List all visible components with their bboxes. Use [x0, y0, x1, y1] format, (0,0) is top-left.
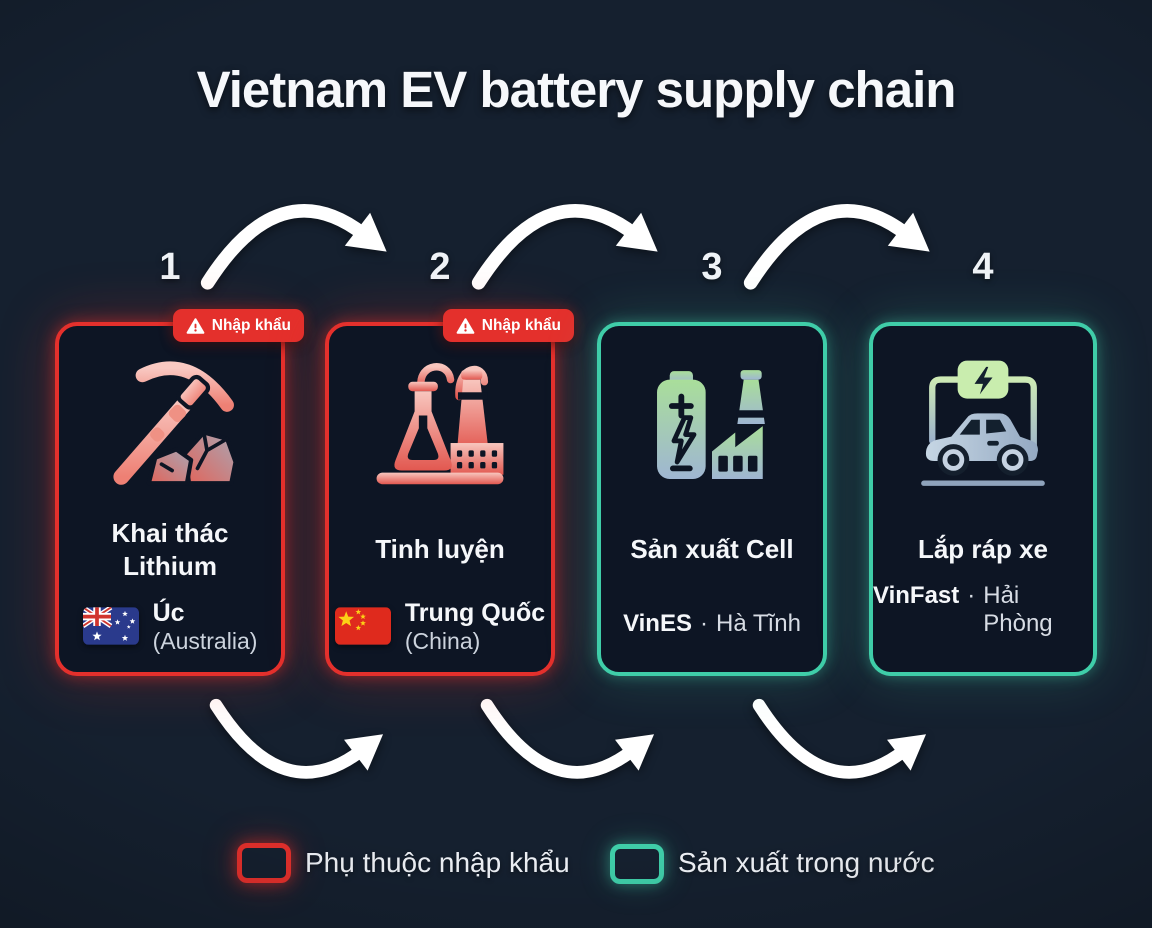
stage-title: Lắp ráp xe	[917, 534, 1049, 565]
legend-domestic-label: Sản xuất trong nước	[678, 847, 935, 878]
page-title: Vietnam EV battery supply chain	[196, 61, 957, 118]
stage-title: Sản xuất Cell	[630, 534, 794, 565]
warning-triangle-icon	[186, 317, 205, 334]
import-badge-label: Nhập khẩu	[211, 316, 291, 334]
origin-separator: ·	[967, 582, 976, 609]
stage-number-1: 1	[159, 246, 181, 288]
stage-number-2: 2	[429, 246, 451, 288]
flow-arrow-top-2-icon	[467, 184, 681, 292]
stage-origin: VinES · Hà Tĩnh	[601, 610, 823, 638]
origin-separator: ·	[699, 610, 708, 637]
legend-import-label: Phụ thuộc nhập khẩu	[305, 847, 570, 878]
origin-country: Úc	[152, 598, 185, 627]
australia-flag-icon	[82, 607, 139, 646]
china-flag-icon	[334, 607, 391, 646]
stage-card-vehicle-assembly: Lắp ráp xe VinFast · Hải Phòng	[869, 322, 1097, 676]
flow-arrow-bottom-2-icon	[471, 698, 681, 796]
stage-title: Tinh luyện	[375, 534, 505, 565]
stage-number-4: 4	[972, 246, 994, 288]
stage-card-refining: Nhập khẩu Tinh luyện	[325, 309, 574, 676]
import-badge: Nhập khẩu	[442, 309, 574, 342]
origin-location: Hà Tĩnh	[715, 610, 801, 637]
origin-location: Hải Phòng	[983, 582, 1053, 637]
flow-arrow-bottom-3-icon	[743, 698, 953, 796]
stage-origin: VinFast · Hải Phòng	[873, 582, 1093, 638]
flow-arrow-bottom-1-icon	[200, 698, 410, 796]
ev-car-assembly-icon	[909, 350, 1057, 498]
stage-origin: Úc (Australia)	[59, 599, 281, 654]
import-badge-label: Nhập khẩu	[481, 316, 561, 334]
stage-title: Khai thác Lithium	[111, 517, 229, 581]
stage-card-cell-production: Sản xuất Cell VinES · Hà Tĩnh	[597, 322, 827, 676]
warning-triangle-icon	[456, 317, 475, 334]
origin-company: VinES	[623, 610, 692, 637]
flow-arrow-top-3-icon	[739, 184, 953, 292]
battery-cell-factory-icon	[638, 350, 786, 498]
origin-country-en: (China)	[404, 627, 481, 654]
stage-card-lithium-mining: Nhập khẩu Khai thác Lithium	[55, 309, 304, 676]
origin-company: VinFast	[873, 582, 960, 609]
lithium-mining-icon	[96, 350, 244, 498]
stage-number-3: 3	[701, 246, 723, 288]
import-badge: Nhập khẩu	[172, 309, 304, 342]
legend-domestic-swatch	[610, 844, 664, 884]
refinery-icon	[366, 350, 514, 498]
origin-country: Trung Quốc	[404, 598, 546, 627]
flow-arrow-top-1-icon	[196, 184, 410, 292]
stage-origin: Trung Quốc (China)	[329, 599, 551, 654]
legend-import-swatch	[237, 843, 291, 883]
origin-country-en: (Australia)	[152, 627, 258, 654]
